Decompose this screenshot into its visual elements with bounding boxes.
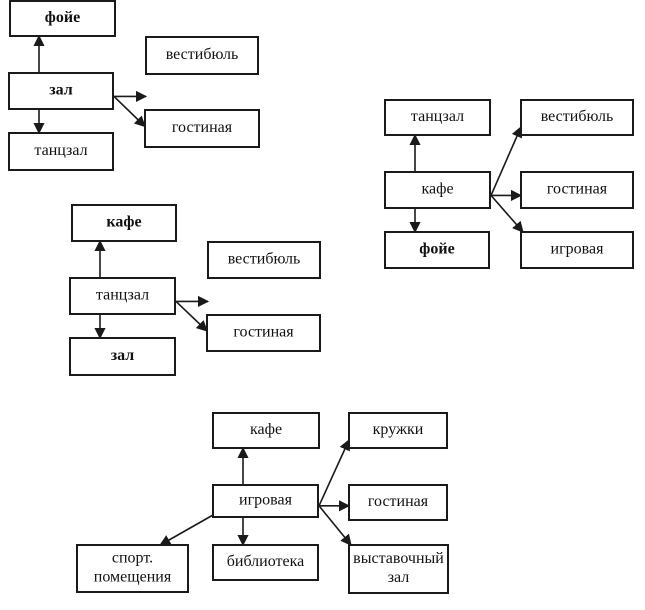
node-label: вестибюль	[166, 46, 239, 63]
node-up: танцзал	[384, 99, 491, 136]
node-label: кафе	[106, 214, 141, 231]
node-r3: игровая	[520, 231, 634, 269]
node-label: зал	[49, 82, 73, 99]
arrow-center-to-r1	[318, 438, 350, 507]
node-box	[384, 99, 491, 136]
node-box	[348, 544, 449, 594]
node-down: зал	[69, 337, 176, 376]
node-center: зал	[8, 72, 114, 110]
node-label: кружки	[373, 421, 424, 438]
node-up: кафе	[212, 412, 320, 449]
arrow-center-to-r2	[113, 95, 146, 128]
node-box	[69, 337, 176, 376]
arrow-center-to-r3	[490, 194, 524, 233]
node-box	[71, 204, 177, 242]
node-r2: гостиная	[144, 109, 260, 148]
node-box	[212, 544, 319, 581]
node-center: танцзал	[69, 277, 176, 315]
node-label: спорт.	[112, 550, 153, 567]
node-down: фойе	[384, 231, 490, 269]
node-box	[520, 99, 634, 136]
node-box	[348, 484, 448, 521]
node-label: танцзал	[411, 108, 464, 125]
node-label: танцзал	[34, 142, 87, 159]
node-box	[212, 484, 319, 518]
node-box	[348, 412, 448, 449]
diagram-1: фойе зал танцзал вестибюль гостиная	[8, 0, 260, 171]
node-center: игровая	[212, 484, 319, 518]
node-box	[69, 277, 176, 315]
node-up: кафе	[71, 204, 177, 242]
diagram-3: танцзал кафе фойе вестибюль гостиная игровая	[384, 99, 634, 269]
node-box	[8, 72, 114, 110]
node-left: спорт. помещения	[76, 544, 189, 593]
node-box	[206, 314, 321, 352]
arrow-center-to-left	[159, 514, 214, 546]
diagram-4: кафе игровая библиотека спорт. помещения круж…	[76, 412, 449, 594]
node-box	[520, 171, 634, 209]
node-r2: гостиная	[206, 314, 321, 352]
node-box	[145, 36, 259, 75]
node-box	[520, 231, 634, 269]
node-r1: кружки	[348, 412, 448, 449]
node-center: кафе	[384, 171, 491, 209]
node-label: кафе	[250, 421, 282, 438]
node-box	[384, 231, 490, 269]
node-down: библиотека	[212, 544, 319, 581]
node-label: зал	[388, 569, 410, 586]
node-label: танцзал	[96, 287, 149, 304]
node-label: фойе	[419, 241, 454, 258]
arrow-center-to-r2	[175, 300, 208, 332]
node-label: гостиная	[233, 324, 294, 341]
node-down: танцзал	[8, 132, 114, 171]
node-label: вестибюль	[541, 108, 614, 125]
node-label: помещения	[94, 569, 172, 586]
node-r3: выставочный зал	[348, 544, 449, 594]
node-up: фойе	[9, 0, 116, 37]
node-r1: вестибюль	[207, 241, 321, 279]
node-box	[8, 132, 114, 171]
node-box	[76, 544, 189, 593]
arrow-center-to-r3	[318, 505, 352, 546]
node-r2: гостиная	[520, 171, 634, 209]
node-box	[144, 109, 260, 148]
node-label: гостиная	[368, 493, 429, 510]
node-box	[9, 0, 116, 37]
diagram-2: кафе танцзал зал вестибюль гостиная	[69, 204, 321, 376]
node-box	[212, 412, 320, 449]
node-label: фойе	[45, 9, 80, 26]
arrow-center-to-r1	[490, 125, 523, 196]
node-label: игровая	[239, 492, 293, 509]
node-label: кафе	[421, 181, 453, 198]
node-label: зал	[111, 347, 135, 364]
node-label: гостиная	[172, 119, 233, 136]
node-r1: вестибюль	[145, 36, 259, 75]
node-label: библиотека	[227, 553, 305, 570]
node-label: гостиная	[547, 181, 608, 198]
node-box	[207, 241, 321, 279]
node-label: вестибюль	[228, 251, 301, 268]
node-box	[384, 171, 491, 209]
node-label: выставочный	[353, 550, 444, 567]
node-r2: гостиная	[348, 484, 448, 521]
node-r1: вестибюль	[520, 99, 634, 136]
node-label: игровая	[551, 241, 605, 258]
